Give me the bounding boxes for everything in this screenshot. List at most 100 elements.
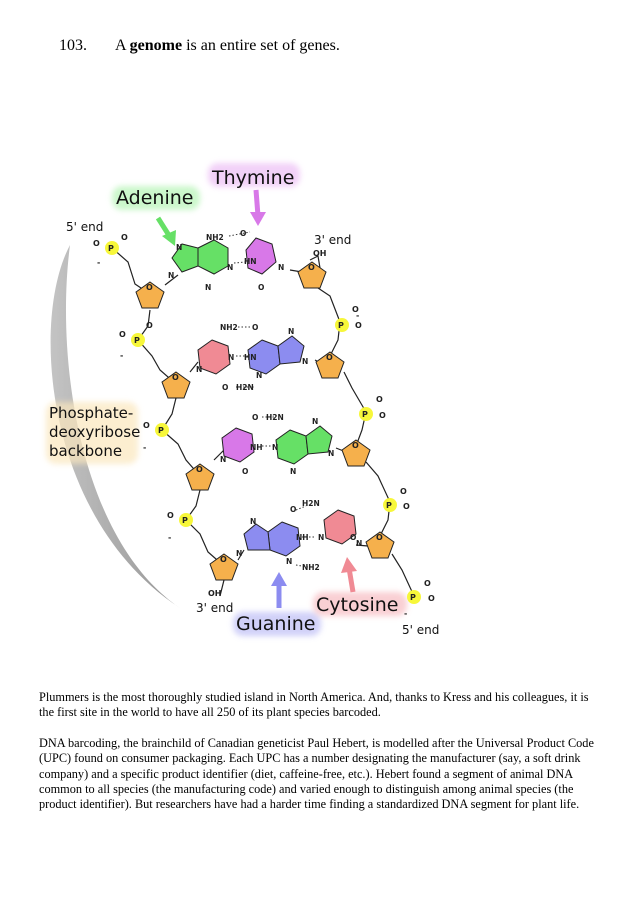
sugar-3 [161, 371, 191, 399]
svg-text:P: P [386, 501, 392, 510]
thymine-base-3 [221, 427, 255, 463]
svg-text:O: O [146, 321, 153, 330]
svg-text:O: O [428, 594, 435, 603]
phosphate-2 [131, 333, 145, 347]
svg-text:O: O [258, 283, 264, 292]
svg-text:O: O [240, 229, 246, 238]
label-backbone-3: backbone [49, 442, 122, 460]
svg-text:N: N [205, 283, 211, 292]
svg-text:-: - [168, 533, 171, 542]
phosphate-8 [407, 590, 421, 604]
svg-text:N: N [302, 357, 308, 366]
sugar-5 [185, 463, 215, 491]
phosphate-6 [359, 407, 373, 421]
page-heading: 103.A genome is an entire set of genes. [59, 37, 340, 55]
svg-text:O: O [379, 411, 386, 420]
svg-text:P: P [134, 336, 140, 345]
heading-bold-word: genome [129, 37, 183, 54]
svg-text:O: O [376, 533, 383, 542]
svg-text:O: O [93, 239, 100, 248]
svg-text:OH: OH [208, 589, 222, 598]
svg-text:-: - [356, 311, 359, 320]
svg-text:O: O [308, 263, 315, 272]
sugar-2 [297, 261, 327, 289]
svg-text:N: N [290, 467, 296, 476]
svg-text:O: O [252, 323, 258, 332]
svg-text:N: N [328, 449, 334, 458]
svg-text:HN: HN [244, 353, 257, 362]
label-5-end-bottom: 5' end [402, 623, 439, 637]
adenine-base-1-ring5 [171, 243, 199, 273]
svg-text:N: N [288, 327, 294, 336]
svg-text:O: O [350, 533, 356, 542]
svg-text:O: O [400, 487, 407, 496]
sugar-1 [135, 281, 165, 309]
svg-text:O: O [326, 353, 333, 362]
svg-text:O: O [424, 579, 431, 588]
svg-text:N: N [176, 243, 182, 252]
cytosine-base-4 [323, 509, 357, 545]
svg-text:OH: OH [313, 249, 327, 258]
label-cytosine: Cytosine [316, 594, 399, 616]
svg-text:NH: NH [296, 533, 309, 542]
phosphate-4 [179, 513, 193, 527]
guanine-base-2-ring5 [277, 335, 305, 365]
svg-text:N: N [286, 557, 292, 566]
svg-text:P: P [182, 516, 188, 525]
svg-text:N: N [168, 271, 174, 280]
phosphate-5 [335, 318, 349, 332]
svg-text:H2N: H2N [236, 383, 254, 392]
svg-text:NH2: NH2 [302, 563, 320, 572]
phosphate-1 [105, 241, 119, 255]
svg-text:O: O [220, 555, 227, 564]
label-backbone-1: Phosphate- [49, 404, 133, 422]
svg-text:O: O [355, 321, 362, 330]
heading-text-before: A [115, 37, 130, 54]
svg-text:O: O [172, 373, 179, 382]
label-5-end-top: 5' end [66, 220, 103, 234]
svg-text:N: N [256, 371, 262, 380]
svg-text:O: O [121, 233, 128, 242]
svg-text:H2N: H2N [302, 499, 320, 508]
svg-text:O: O [167, 511, 174, 520]
svg-text:N: N [278, 263, 284, 272]
svg-text:NH: NH [250, 443, 263, 452]
cytosine-base-2 [197, 339, 231, 375]
svg-text:H2N: H2N [266, 413, 284, 422]
guanine-arrow [271, 572, 287, 608]
svg-text:N: N [318, 533, 324, 542]
svg-text:N: N [272, 443, 278, 452]
sugar-4 [315, 351, 345, 379]
guanine-base-4-ring5 [243, 523, 271, 551]
heading-text-after: is an entire set of genes. [182, 37, 340, 54]
label-thymine: Thymine [211, 167, 294, 189]
svg-text:N: N [220, 455, 226, 464]
svg-text:N: N [228, 353, 234, 362]
adenine-arrow [155, 216, 176, 246]
svg-text:P: P [158, 426, 164, 435]
svg-text:N: N [250, 517, 256, 526]
paragraph-2: DNA barcoding, the brainchild of Canadia… [39, 736, 594, 812]
svg-text:-: - [120, 351, 123, 360]
svg-text:O: O [352, 441, 359, 450]
adenine-base-3-ring6 [275, 429, 309, 465]
svg-text:N: N [236, 549, 242, 558]
svg-text:O: O [376, 395, 383, 404]
svg-text:P: P [410, 593, 416, 602]
svg-text:N: N [312, 417, 318, 426]
svg-text:HN: HN [244, 257, 257, 266]
svg-text:-: - [97, 258, 100, 267]
sugar-8 [365, 531, 395, 559]
svg-text:O: O [222, 383, 228, 392]
svg-text:O: O [146, 283, 153, 292]
svg-text:O: O [252, 413, 258, 422]
dna-structure-diagram: P P P P P P P P O O - O O - O - O - O O … [46, 163, 439, 637]
label-backbone-2: deoxyribose [49, 423, 140, 441]
svg-text:P: P [108, 244, 114, 253]
svg-text:N: N [227, 263, 233, 272]
phosphate-3 [155, 423, 169, 437]
svg-text:-: - [143, 443, 146, 452]
svg-text:O: O [119, 330, 126, 339]
adenine-base-1-ring6 [197, 239, 229, 275]
svg-text:O: O [352, 305, 359, 314]
